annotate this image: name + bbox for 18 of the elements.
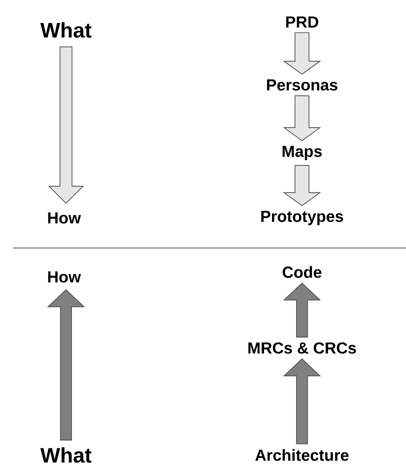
text-label: Architecture <box>255 449 349 461</box>
text-label: Personas <box>267 79 338 91</box>
block-arrow <box>282 95 322 142</box>
block-arrow <box>47 289 85 440</box>
text-label: What <box>40 22 92 38</box>
block-arrow <box>282 165 322 206</box>
block-arrow <box>283 358 321 444</box>
block-arrow <box>48 46 84 204</box>
text-label: How <box>48 271 81 283</box>
text-label: Maps <box>282 146 322 160</box>
block-arrow <box>283 282 321 338</box>
text-label: Code <box>282 266 322 278</box>
text-label: PRD <box>286 16 318 28</box>
text-label: What <box>40 447 92 463</box>
block-arrow <box>282 32 322 75</box>
text-label: MRCs & CRCs <box>248 342 356 354</box>
text-label: How <box>48 212 81 224</box>
text-label: Prototypes <box>261 210 344 226</box>
